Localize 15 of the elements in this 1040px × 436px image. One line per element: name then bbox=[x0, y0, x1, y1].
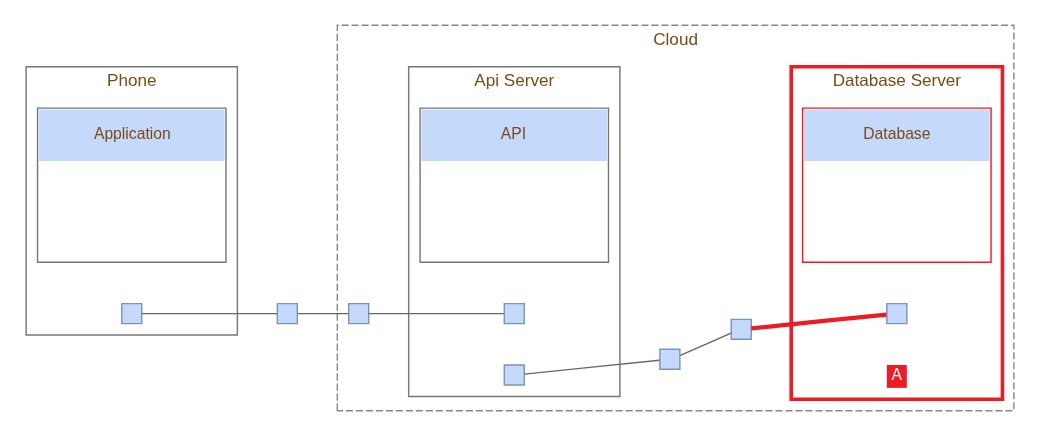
connector bbox=[297, 312, 350, 315]
connector bbox=[368, 312, 505, 315]
node-box bbox=[659, 348, 681, 370]
node-box bbox=[121, 302, 143, 325]
node-box bbox=[503, 364, 525, 386]
node-box bbox=[730, 318, 752, 341]
node-box bbox=[503, 302, 525, 325]
connector bbox=[679, 332, 732, 357]
node-box bbox=[886, 302, 908, 325]
connector bbox=[523, 359, 661, 375]
node-box bbox=[276, 302, 299, 325]
label: A bbox=[891, 366, 903, 384]
connector bbox=[141, 312, 278, 315]
connector bbox=[751, 312, 887, 331]
node-box bbox=[348, 302, 370, 325]
